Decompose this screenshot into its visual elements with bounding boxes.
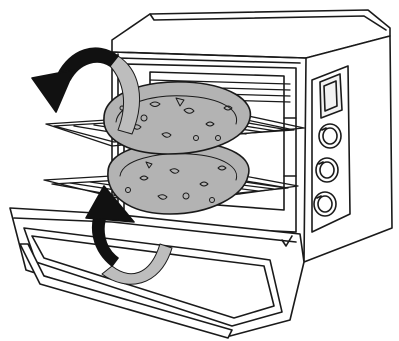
display-window (320, 74, 342, 118)
control-knob-2 (316, 158, 338, 182)
control-knob-1 (319, 124, 341, 148)
control-panel (312, 66, 350, 232)
control-knob-3 (314, 192, 336, 216)
